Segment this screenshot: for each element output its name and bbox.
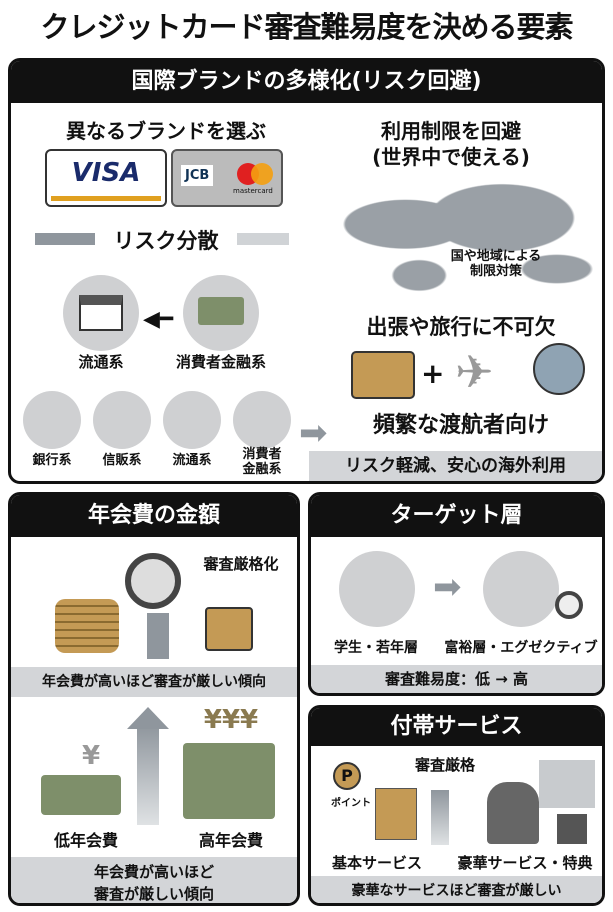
type-consumer: 消費者 金融系	[242, 447, 282, 477]
right-arrow-icon	[237, 233, 289, 245]
low-money-icon	[41, 775, 121, 815]
student-icon	[339, 551, 415, 627]
basic-service-label: 基本サービス	[331, 854, 422, 872]
service-header: 付帯サービス	[311, 708, 602, 746]
world-map	[323, 173, 598, 301]
target-footer: 審査難易度：低 → 高	[311, 665, 602, 693]
brand-panel: 国際ブランドの多様化(リスク回避) 異なるブランドを選ぶ VISA JCB ma…	[8, 58, 605, 484]
brand-header: 国際ブランドの多様化(リスク回避)	[11, 61, 602, 103]
low-symbol: ¥	[81, 741, 101, 771]
store-small-icon	[163, 391, 221, 449]
high-symbol: ¥¥¥	[203, 705, 259, 735]
pair-label-retail: 流通系	[78, 353, 124, 371]
store-icon	[63, 275, 139, 351]
arrow-left-icon: ◀━	[143, 307, 174, 332]
visa-logo: VISA	[71, 158, 141, 188]
service-footer: 豪華なサービスほど審査が厳しい	[311, 876, 602, 903]
avoid-sub: (世界中で使える)	[372, 145, 530, 169]
fee-panel: 年会費の金額 審査厳格化 年会費が高いほど審査が厳しい傾向 ¥ ¥¥¥ 低年会費…	[8, 492, 300, 906]
low-fee-label: 低年会費	[53, 831, 118, 850]
brand-footer: リスク軽減、安心の海外利用	[309, 451, 602, 481]
gift-icon	[557, 814, 587, 844]
avoid-title: 利用制限を回避	[381, 119, 521, 143]
concierge-icon	[487, 782, 539, 844]
service-panel: 付帯サービス 審査厳格 P ポイント 基本サービス 豪華サービス・特典 豪華なサ…	[308, 705, 605, 906]
type-shinpan: 信販系	[102, 453, 142, 468]
high-money-icon	[183, 743, 275, 819]
up-arrow-icon	[147, 613, 169, 659]
magnifier-icon	[125, 553, 181, 609]
service-strict-label: 審査厳格	[414, 756, 475, 774]
money-icon	[183, 275, 259, 351]
target-header: ターゲット層	[311, 495, 602, 537]
point-label: ポイント	[331, 798, 371, 809]
wallet-icon	[233, 391, 291, 449]
choose-label: 異なるブランドを選ぶ	[66, 119, 266, 143]
executive-icon	[483, 551, 559, 627]
coins-icon	[55, 599, 119, 653]
airport-icon	[539, 760, 595, 808]
visa-card: VISA	[45, 149, 167, 207]
shopping-bag-icon	[375, 788, 417, 840]
type-retail: 流通系	[172, 453, 212, 468]
fee-bar-1: 年会費が高いほど審査が厳しい傾向	[11, 667, 297, 697]
mastercard-logo: mastercard	[233, 159, 277, 197]
right-arrow-icon-3: ➡	[433, 567, 462, 607]
suitcase-icon	[351, 351, 415, 399]
fee-bar-2: 年会費が高いほど 審査が厳しい傾向	[11, 857, 297, 903]
frequent-label: 頻繁な渡航者向け	[372, 413, 549, 438]
fee-header: 年会費の金額	[11, 495, 297, 537]
high-fee-label: 高年会費	[198, 831, 263, 850]
travel-label: 出張や旅行に不可欠	[366, 315, 556, 339]
lock-icon	[205, 607, 253, 651]
pair-label-consumer: 消費者金融系	[175, 353, 266, 371]
watch-icon	[555, 591, 583, 619]
target-panel: ターゲット層 ➡ 学生・若年層 富裕層・エグゼクティブ 審査難易度：低 → 高	[308, 492, 605, 696]
credit-card-icon	[93, 391, 151, 449]
jcb-mastercard-card: JCB mastercard	[171, 149, 283, 207]
point-coin-icon: P	[333, 762, 361, 790]
map-note: 国や地域による 制限対策	[450, 249, 542, 279]
bank-icon	[23, 391, 81, 449]
up-arrow-icon-3	[431, 790, 449, 845]
up-arrow-head	[127, 707, 169, 729]
right-arrow-icon-2: ➡	[299, 413, 328, 453]
page-title: クレジットカード審査難易度を決める要素	[40, 10, 573, 44]
left-arrow-icon	[35, 233, 95, 245]
type-bank: 銀行系	[32, 453, 72, 468]
fee-strict-label: 審査厳格化	[203, 555, 279, 573]
luxury-service-label: 豪華サービス・特典	[457, 854, 593, 872]
risk-label: リスク分散	[113, 229, 219, 253]
target-left-label: 学生・若年層	[334, 640, 418, 656]
target-right-label: 富裕層・エグゼクティブ	[444, 640, 598, 656]
globe-icon	[533, 343, 585, 395]
airplane-icon: ✈	[455, 345, 494, 399]
up-arrow-icon-2	[137, 725, 159, 825]
jcb-logo: JCB	[181, 165, 214, 186]
plus-icon: +	[421, 357, 445, 390]
